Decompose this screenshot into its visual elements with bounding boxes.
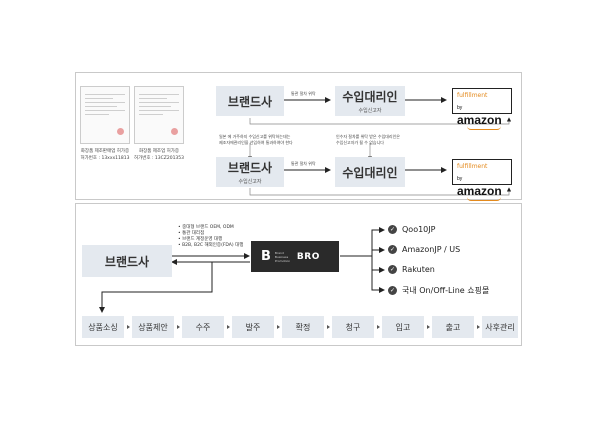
brand-box-row1: 브랜드사 (216, 86, 284, 116)
process-step: 발주 (232, 316, 274, 338)
channel-item: ✓Rakuten (388, 265, 435, 274)
note-left: 일본 에 거주하지 수입신고를 위탁하는데는 제조자에관리인을 선임하여 통과하… (219, 134, 293, 145)
stamp-icon (117, 128, 124, 135)
check-circle-icon: ✓ (388, 265, 397, 274)
importer-box-row2: 수입대리인 (335, 157, 405, 187)
process-step: 입고 (382, 316, 424, 338)
stamp-icon (171, 128, 178, 135)
importer-box-row1: 수입대리인 수입신고자 (335, 86, 405, 116)
bro-logo: B Brand Business Promotion BRO (251, 241, 339, 272)
outsource-label-row2: 통관 절차 위탁 (291, 161, 316, 166)
channel-item: ✓AmazonJP / US (388, 245, 461, 254)
outsource-label-row1: 통관 절차 위탁 (291, 91, 316, 96)
channel-item: ✓국내 On/Off-Line 쇼핑몰 (388, 286, 490, 295)
process-step: 사후관리 (482, 316, 518, 338)
service-feature-list: • 중대형 브랜드 OEM, ODM • 통관 대리점 • 브랜드 계정운영 대… (178, 225, 244, 248)
process-step: 출고 (432, 316, 474, 338)
amazon-fulfillment-logo-row1: fulfillment by amazon (452, 88, 512, 130)
note-right: 인수자 절차를 위탁 받은 수입대리인은 수입신고자가 될 수 없습니다 (336, 134, 400, 145)
check-circle-icon: ✓ (388, 225, 397, 234)
brand-box-row2: 브랜드사 수입신고자 (216, 157, 284, 187)
license-certificate-1 (80, 86, 130, 144)
process-step: 수주 (182, 316, 224, 338)
certificate-caption-2: 화장품 제조업 허가증 허가번호 : 13CZ201353 (133, 149, 185, 161)
channel-item: ✓Qoo10JP (388, 225, 436, 234)
license-certificate-2 (134, 86, 184, 144)
process-step: 상품제안 (132, 316, 174, 338)
check-circle-icon: ✓ (388, 245, 397, 254)
process-step: 확정 (282, 316, 324, 338)
check-circle-icon: ✓ (388, 286, 397, 295)
process-step: 상품소싱 (82, 316, 124, 338)
process-step: 청구 (332, 316, 374, 338)
amazon-fulfillment-logo-row2: fulfillment by amazon (452, 159, 512, 201)
brand-box-bottom: 브랜드사 (82, 245, 172, 277)
certificate-caption-1: 화장품 제조판매업 허가증 허가번호 : 13xxx11813 (80, 149, 130, 161)
